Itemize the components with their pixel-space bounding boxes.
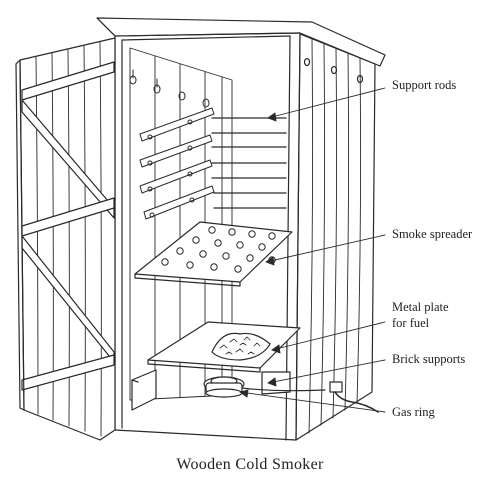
leader-smoke-spreader [266,235,385,262]
leader-metal-plate [272,322,385,350]
label-metal-plate-line1: Metal plate [392,300,449,314]
label-gas-ring: Gas ring [392,405,435,419]
leader-support-rods [268,88,385,118]
leader-lines [240,88,385,412]
gas-ring-burner [204,377,325,397]
brick-supports [132,370,290,410]
fuel-plate [148,322,300,372]
figure-caption: Wooden Cold Smoker [176,456,324,473]
label-brick-supports: Brick supports [392,352,466,366]
open-door [16,38,115,440]
label-support-rods: Support rods [392,78,457,92]
label-smoke-spreader: Smoke spreader [392,227,473,241]
label-metal-plate-line2: for fuel [392,316,430,330]
gas-hose [335,392,378,412]
right-side-wall [296,34,375,440]
leader-brick-supports [268,360,385,383]
interior-left-runners [130,70,214,219]
leader-gas-ring [240,392,385,412]
